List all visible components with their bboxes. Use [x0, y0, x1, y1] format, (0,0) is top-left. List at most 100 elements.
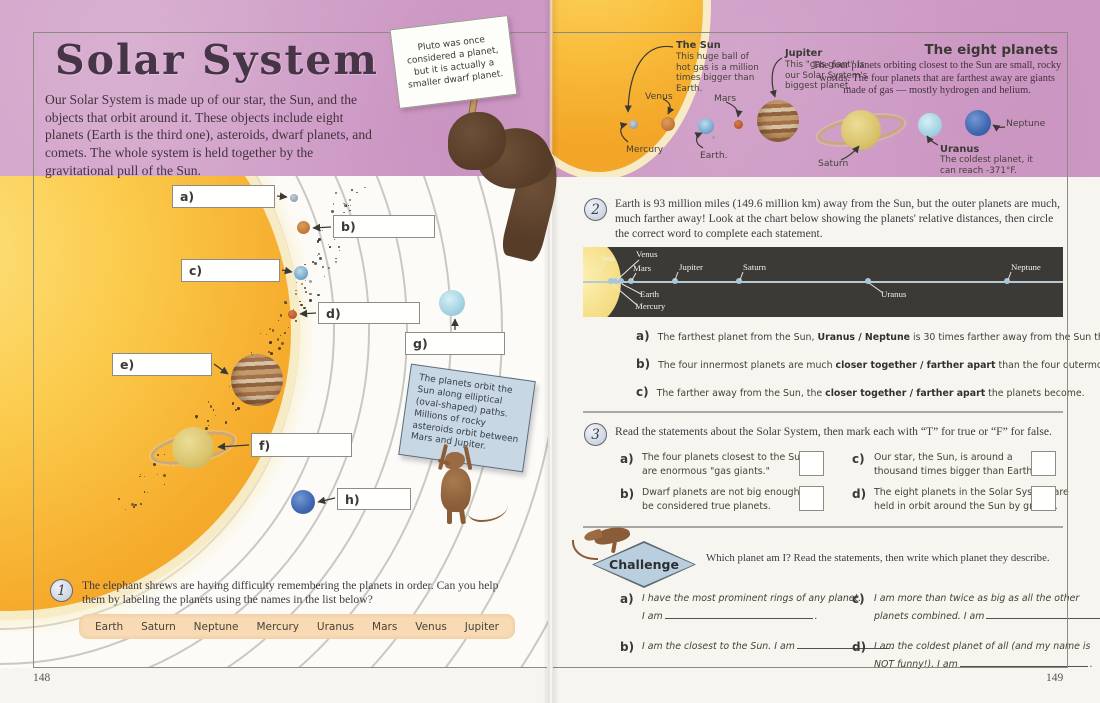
statement-text: The farthest planet from the Sun,: [657, 332, 818, 343]
asteroid-dot: [250, 352, 252, 354]
answer-blank-c[interactable]: [986, 610, 1100, 619]
asteroid-dot: [279, 334, 281, 337]
item-letter: b): [620, 640, 635, 654]
statement-text: the planets become.: [985, 388, 1085, 399]
lineup-planet-mars: [734, 120, 743, 129]
asteroid-dot: [172, 461, 175, 465]
statement-line: I am the closest to the Sun. I am: [642, 641, 795, 652]
q2-item-b: b) The four innermost planets are much cl…: [636, 357, 1100, 371]
chart-label-saturn: Saturn: [743, 262, 766, 272]
asteroid-dot: [260, 332, 262, 334]
question-3-number: 3: [584, 423, 607, 446]
statement-text: The four innermost planets are much: [658, 360, 836, 371]
chart-dot-venus: [613, 278, 619, 284]
lineup-planet-venus: [661, 117, 675, 131]
item-letter: b): [620, 487, 635, 501]
chart-label-earth: Earth: [640, 289, 660, 299]
asteroid-dot: [143, 491, 146, 493]
asteroid-dot: [139, 475, 141, 478]
circle-choice[interactable]: closer together / farther apart: [825, 388, 986, 399]
answer-blank-b[interactable]: [796, 640, 889, 649]
asteroid-dot: [348, 198, 351, 201]
word-bank-item: Earth: [95, 620, 124, 633]
item-letter: b): [636, 357, 651, 371]
asteroid-dot: [316, 240, 320, 243]
asteroid-dot: [324, 276, 326, 278]
asteroid-dot: [304, 263, 306, 266]
label-box-a[interactable]: a): [172, 185, 275, 208]
asteroid-dot: [318, 253, 321, 256]
label-box-e[interactable]: e): [112, 353, 212, 376]
asteroid-dot: [329, 246, 331, 248]
q3-statement-c: Our star, the Sun, is around a thousand …: [874, 451, 1035, 479]
asteroid-dot: [153, 463, 157, 466]
shrew-head: [445, 452, 465, 469]
label-box-c[interactable]: c): [181, 259, 280, 282]
asteroid-dot: [343, 211, 345, 214]
asteroid-dot: [133, 506, 136, 509]
asteroid-dot: [343, 202, 345, 205]
statement-line: thousand times bigger than Earth.: [874, 466, 1036, 478]
asteroid-dot: [207, 420, 209, 422]
circle-choice[interactable]: Uranus / Neptune: [817, 332, 911, 343]
sun-callout-title: The Sun: [676, 40, 721, 51]
asteroid-dot: [356, 191, 358, 194]
answer-blank-d[interactable]: [959, 658, 1088, 667]
label-letter: a): [180, 189, 195, 204]
label-letter: h): [345, 491, 360, 507]
chart-label-uranus: Uranus: [881, 289, 907, 299]
section-divider: [583, 411, 1063, 413]
answer-blank-a[interactable]: [664, 610, 813, 619]
label-box-d[interactable]: d): [318, 302, 420, 324]
label-box-f[interactable]: f): [251, 433, 352, 457]
chart-label-venus: Venus: [636, 249, 658, 259]
circle-choice[interactable]: closer together / farther apart: [835, 360, 996, 371]
tf-answer-box-b[interactable]: [799, 486, 824, 511]
q2-item-c: c)The farther away from the Sun, the clo…: [636, 385, 1085, 399]
asteroid-dot: [209, 405, 213, 408]
challenge-badge-label: Challenge: [609, 557, 679, 572]
asteroid-dot: [314, 261, 317, 265]
word-bank-item: Mars: [372, 620, 398, 633]
asteroid-dot: [169, 464, 171, 466]
asteroid-dot: [300, 303, 303, 306]
asteroid-dot: [237, 407, 240, 410]
asteroid-dot: [134, 503, 137, 507]
asteroid-dot: [301, 282, 304, 285]
statement-line: The eight planets in the Solar System ar…: [874, 487, 1069, 498]
neptune-label: Neptune: [1006, 118, 1046, 129]
word-bank-item: Neptune: [193, 620, 239, 633]
label-box-g[interactable]: g): [405, 332, 505, 355]
diagram-planet-jupiter: [231, 354, 283, 406]
asteroid-dot: [322, 229, 324, 231]
chart-dot-jupiter: [672, 278, 678, 284]
asteroid-dot: [331, 210, 335, 214]
question-1-text: them by labeling the planets using the n…: [82, 593, 373, 606]
asteroid-dot: [292, 309, 295, 311]
label-box-b[interactable]: b): [333, 215, 435, 238]
lineup-planet-neptune: [965, 110, 991, 136]
tf-answer-box-d[interactable]: [1031, 486, 1056, 511]
shrew-tail: [572, 540, 598, 560]
asteroid-dot: [117, 498, 120, 501]
sun-callout-body: This huge ball of hot gas is a million t…: [676, 52, 759, 95]
asteroid-dot: [364, 186, 366, 189]
chart-dot-mercury: [608, 278, 614, 284]
chart-dot-mars: [628, 278, 634, 284]
page-number-left: 148: [33, 672, 51, 684]
label-box-h[interactable]: h): [337, 488, 411, 510]
saturn-label: Saturn: [818, 158, 849, 169]
word-bank: Earth Saturn Neptune Mercury Uranus Mars…: [79, 614, 515, 639]
tf-answer-box-c[interactable]: [1031, 451, 1056, 476]
tf-answer-box-a[interactable]: [799, 451, 824, 476]
section-divider: [583, 526, 1063, 528]
asteroid-dot: [317, 293, 321, 297]
statement-line: Dwarf planets are not big enough to: [642, 487, 812, 498]
asteroid-dot: [276, 338, 280, 341]
asteroid-dot: [139, 473, 141, 476]
statement-line: .: [890, 641, 894, 652]
item-letter: a): [620, 592, 634, 606]
diagram-planet-neptune: [291, 490, 315, 514]
asteroid-dot: [320, 230, 322, 232]
statement-text: The farther away from the Sun, the: [656, 388, 826, 399]
